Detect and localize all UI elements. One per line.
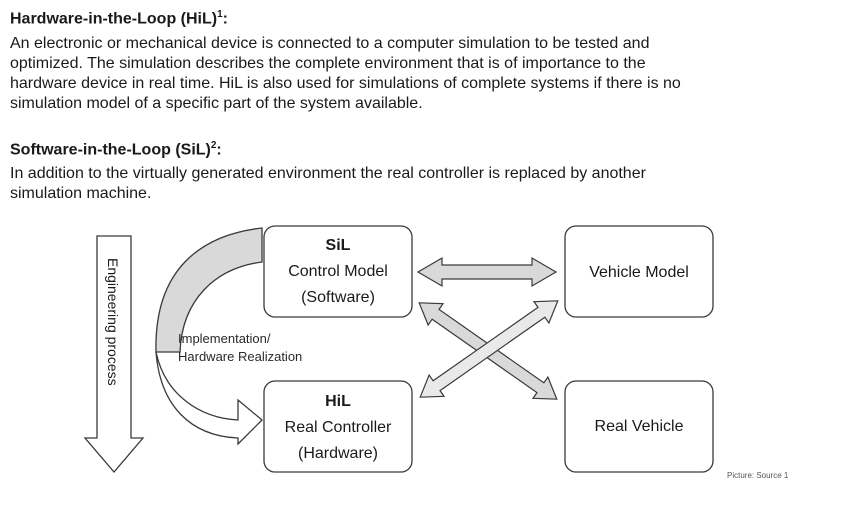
engineering-process-arrow [83, 235, 145, 474]
sil-box-line1: Control Model [288, 263, 388, 280]
hil-title: Hardware-in-the-Loop (HiL) [10, 10, 218, 28]
implementation-label-line2: Hardware Realization [178, 349, 302, 364]
sil-description: In addition to the virtually generated e… [10, 164, 845, 204]
hil-heading: Hardware-in-the-Loop (HiL)1: [10, 9, 228, 28]
picture-source-note: Picture: Source 1 [727, 471, 789, 480]
real-vehicle-box [564, 380, 714, 473]
sil-vehicle-model-arrow [416, 256, 558, 288]
sil-line: simulation machine. [10, 185, 152, 202]
sil-box-line2: (Software) [301, 289, 375, 306]
real-vehicle-label: Real Vehicle [595, 418, 684, 435]
hil-footnote-ref: 1 [217, 9, 223, 20]
hil-line: optimized. The simulation describes the … [10, 55, 646, 72]
sil-footnote-ref: 2 [210, 140, 217, 151]
sil-heading: Software-in-the-Loop (SiL)2: [10, 140, 222, 159]
hil-line: simulation model of a specific part of t… [10, 95, 423, 112]
vehicle-model-label: Vehicle Model [589, 264, 689, 281]
hil-box [263, 380, 413, 473]
vehicle-model-box [564, 225, 714, 318]
sil-colon: : [216, 141, 222, 159]
hil-box-title: HiL [325, 393, 351, 410]
engineering-process-label: Engineering process [105, 258, 121, 386]
hil-vehicle-model-arrow [419, 300, 559, 398]
hil-box-line1: Real Controller [285, 419, 392, 436]
sil-title: Software-in-the-Loop (SiL) [10, 141, 211, 159]
sil-box-title: SiL [326, 237, 351, 254]
hil-colon: : [222, 10, 228, 28]
hil-line: hardware device in real time. HiL is als… [10, 75, 681, 92]
hil-box-line2: (Hardware) [298, 445, 378, 462]
hil-line: An electronic or mechanical device is co… [10, 35, 650, 52]
hil-description: An electronic or mechanical device is co… [10, 34, 845, 114]
sil-line: In addition to the virtually generated e… [10, 165, 646, 182]
sil-box [263, 225, 413, 318]
implementation-label-line1: Implementation/ [178, 331, 271, 346]
implementation-arrow-tail [155, 351, 263, 446]
